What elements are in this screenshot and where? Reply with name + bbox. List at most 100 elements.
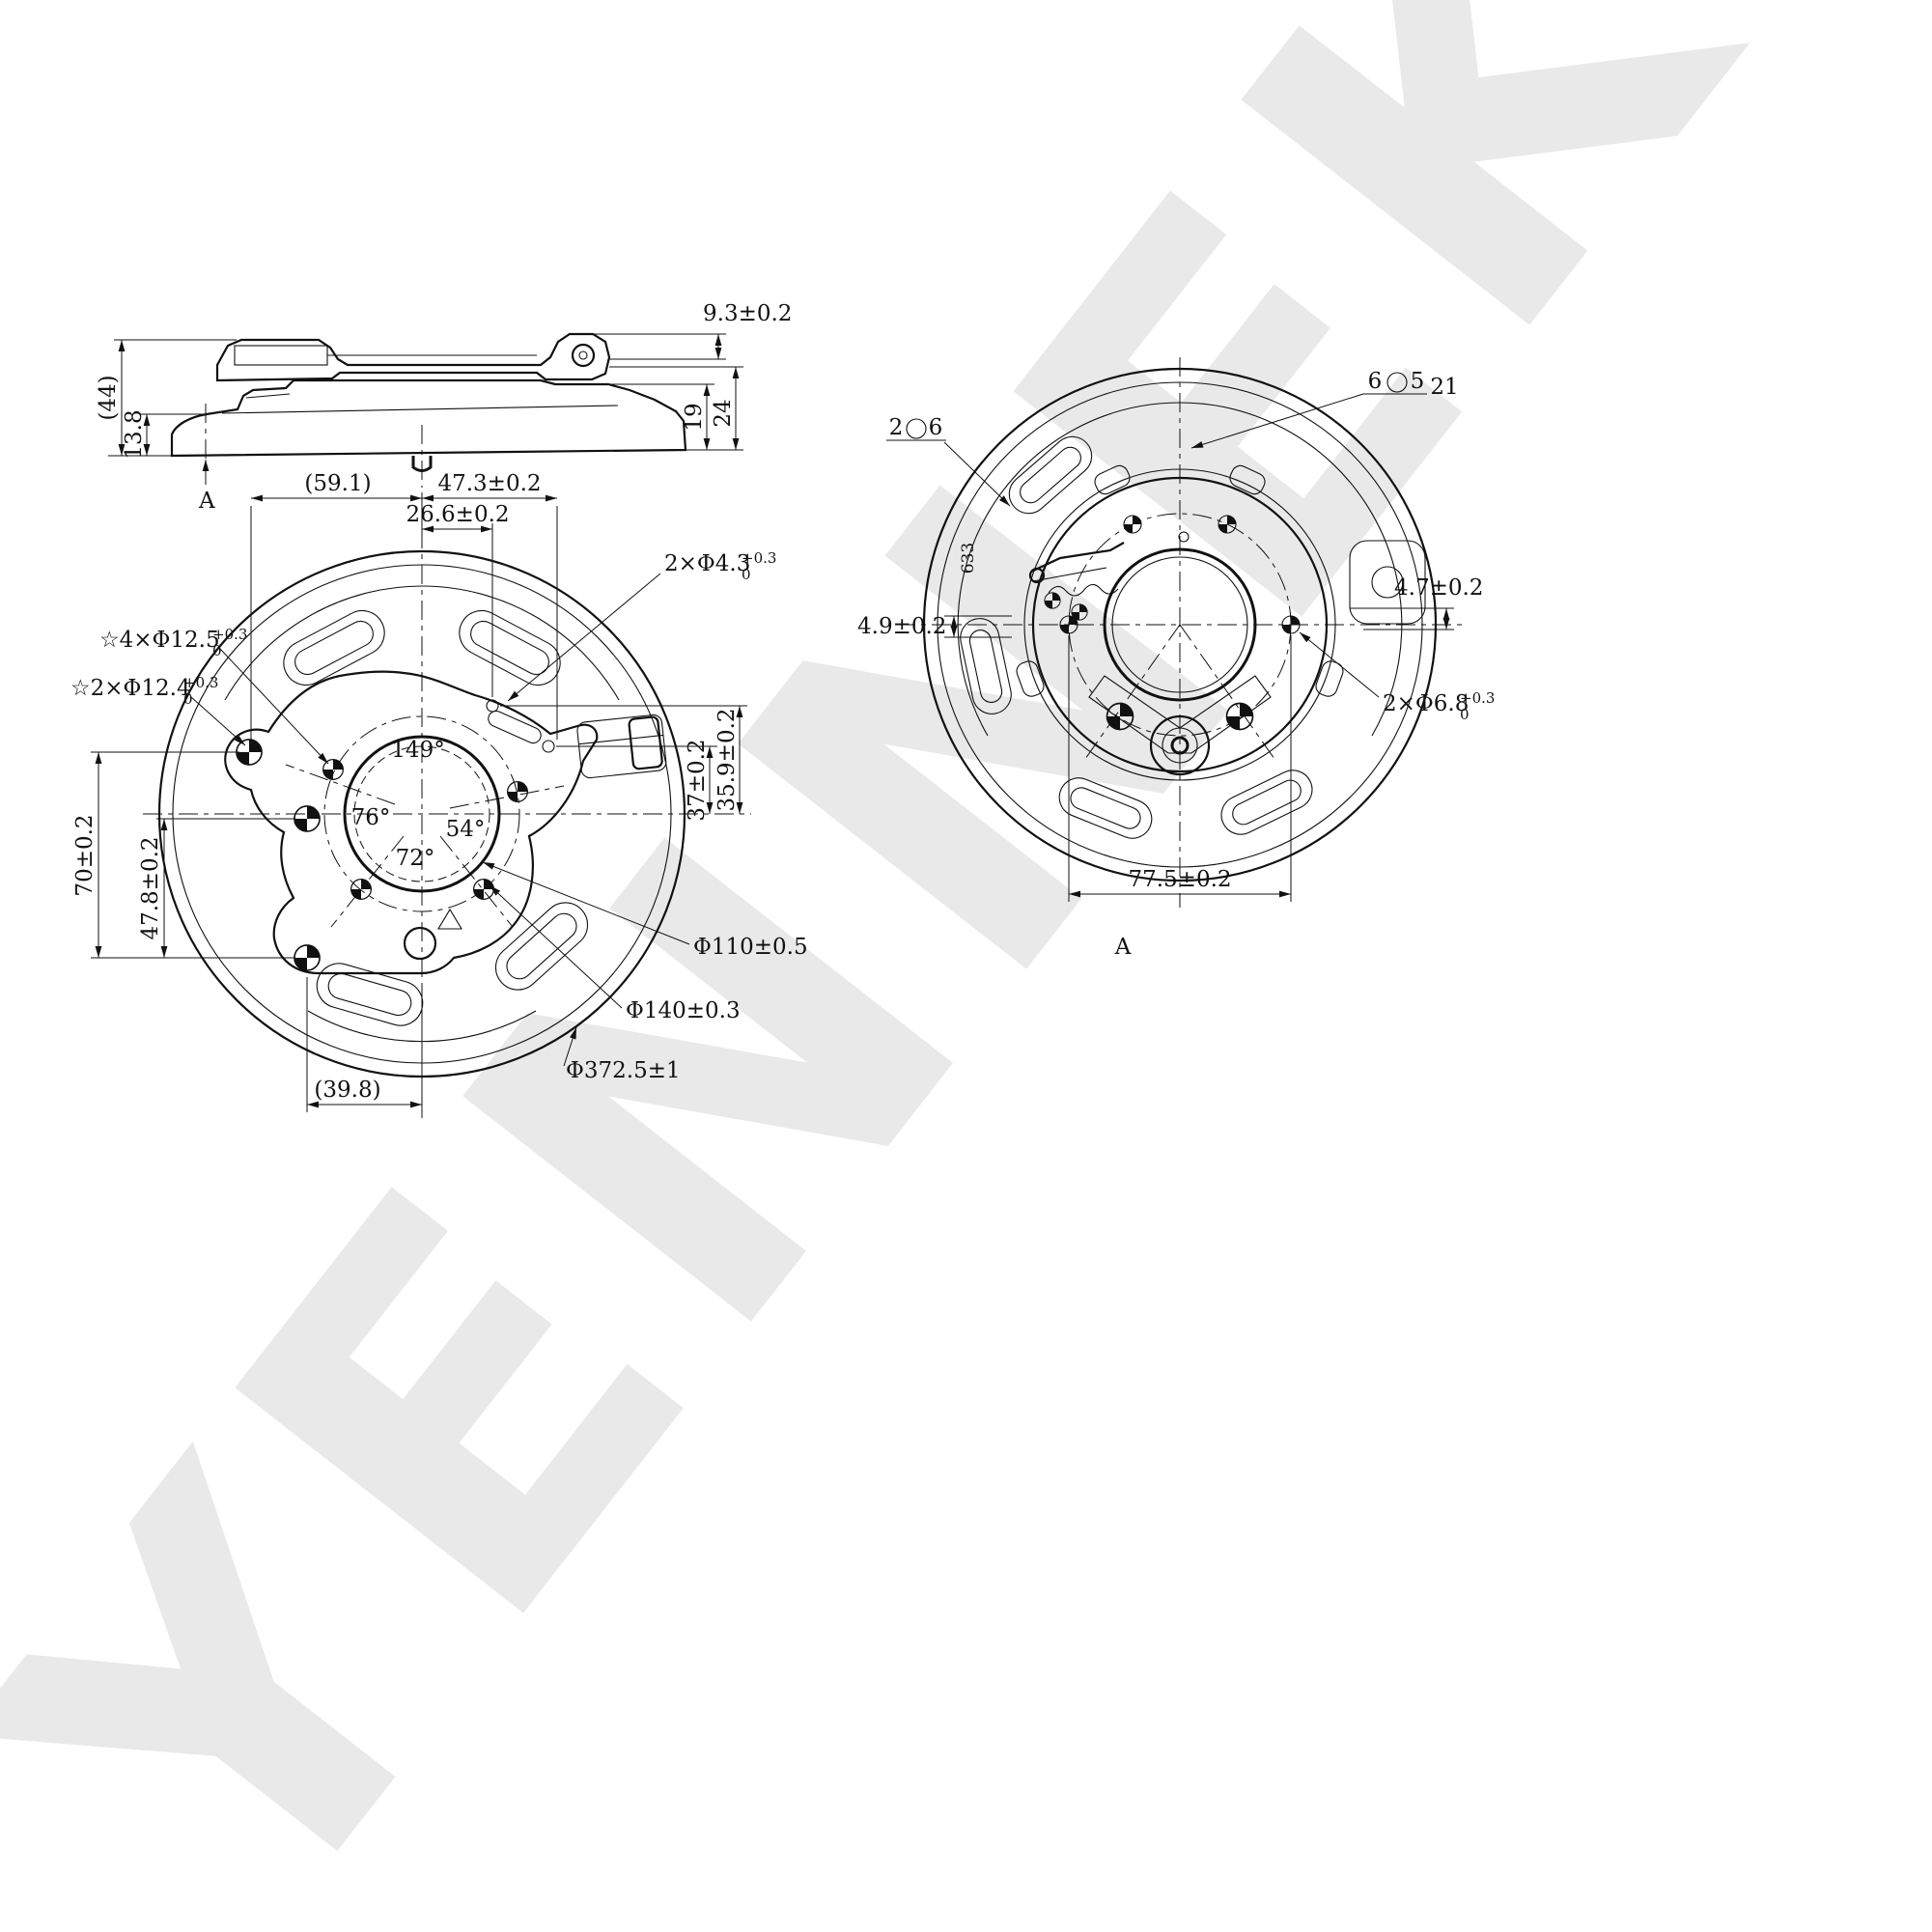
rear-right-bracket <box>1349 540 1426 625</box>
side-step-line <box>245 393 291 399</box>
hole-12-5-tol-sup: +0.3 <box>212 626 247 643</box>
side-body-outline <box>170 378 687 458</box>
balloon-21-label: 21 <box>1430 375 1458 400</box>
dim-47-8: 47.8±0.2 <box>138 818 295 958</box>
dim-26-6-label: 26.6±0.2 <box>406 502 509 527</box>
callout-6-8: 2×Φ6.8 +0.3 0 <box>1299 631 1495 723</box>
side-arm-outline <box>215 332 611 382</box>
rear-view: 6 5 21 2 6 633 4.7±0.2 <box>857 357 1495 960</box>
side-tab-hole <box>571 343 596 368</box>
front-plate-holes <box>236 699 555 971</box>
dia-140-label: Φ140±0.3 <box>626 998 741 1023</box>
dim-77-5-label: 77.5±0.2 <box>1128 867 1231 892</box>
front-view: 149° 76° 72° 54° <box>70 471 808 1118</box>
rear-view-label-a: A <box>1114 935 1132 960</box>
front-small-hole-1 <box>486 699 499 713</box>
rear-lever-mechanism <box>1028 542 1125 621</box>
dim-4-7: 4.7±0.2 <box>1350 575 1483 630</box>
rear-v-strap <box>1088 675 1272 754</box>
dim-47-8-label: 47.8±0.2 <box>138 836 163 939</box>
front-sensor-slot <box>488 710 542 744</box>
dim-47-3-label: 47.3±0.2 <box>437 471 541 496</box>
section-a-label: A <box>198 489 215 514</box>
front-rim-arc-1 <box>224 585 423 701</box>
dim-39-8: (39.8) <box>306 977 423 1112</box>
front-angle-lines <box>285 764 565 928</box>
angle-76-label: 76° <box>351 805 391 830</box>
hole-12-5-tol-sub: 0 <box>212 642 222 659</box>
rear-diag-centerline-1 <box>1179 624 1275 760</box>
side-arm-detail <box>234 345 328 366</box>
dia-110-label: Φ110±0.5 <box>693 935 808 960</box>
section-marker-a: A <box>198 460 215 514</box>
front-bolt-circle <box>323 715 520 912</box>
dim-70-label: 70±0.2 <box>72 814 98 896</box>
dim-4-9-label: 4.9±0.2 <box>857 614 946 639</box>
front-hub-hole <box>343 735 501 893</box>
rear-hub-inner <box>1111 556 1248 693</box>
dim-19-label: 19 <box>682 403 707 431</box>
dim-9-3-label: 9.3±0.2 <box>703 301 792 326</box>
angle-149-label: 149° <box>391 738 444 763</box>
hole-12-4-label: ☆2×Φ12.4 <box>70 676 191 701</box>
callout-dia-372: Φ372.5±1 <box>563 1026 681 1083</box>
rear-rim-arc-2 <box>1179 402 1403 737</box>
rear-rim-arc-1 <box>957 402 1181 737</box>
rear-outer-circle <box>922 367 1438 882</box>
dim-44-label: (44) <box>96 375 121 420</box>
dim-35-9-label: 35.9±0.2 <box>714 708 740 811</box>
balloon-circle-left <box>906 418 927 439</box>
rear-small-pin <box>1178 531 1190 543</box>
front-connector <box>576 714 667 779</box>
balloon-5-label: 5 <box>1411 369 1425 394</box>
dim-70: 70±0.2 <box>72 751 295 959</box>
callout-12-4: ☆2×Φ12.4 +0.3 0 <box>70 674 246 746</box>
dim-13-8: 13.8 <box>122 409 207 460</box>
rear-diag-centerline-2 <box>1084 624 1181 760</box>
rear-vent-slots <box>960 435 1313 839</box>
hole-6-8-label: 2×Φ6.8 <box>1383 691 1469 716</box>
dim-47-3: 47.3±0.2 <box>422 471 557 502</box>
callout-12-5: ☆4×Φ12.5 +0.3 0 <box>99 626 329 765</box>
front-plate-outline <box>224 670 599 975</box>
dim-24: 24 <box>609 366 743 450</box>
hole-4-3-tol-sup: +0.3 <box>742 549 776 567</box>
angle-54-label: 54° <box>446 817 486 842</box>
callout-dia-110: Φ110±0.5 <box>482 861 808 960</box>
balloon-2-label: 2 <box>889 415 904 440</box>
dim-9-3: 9.3±0.2 <box>593 301 792 360</box>
side-view: (44) 13.8 19 24 <box>96 301 792 514</box>
dim-19: 19 <box>608 383 743 451</box>
rear-inner-slots <box>1016 464 1344 697</box>
dia-372-label: Φ372.5±1 <box>566 1058 681 1083</box>
dim-13-8-label: 13.8 <box>122 409 147 459</box>
hole-12-4-tol-sub: 0 <box>183 690 193 708</box>
balloon-6-label: 6 <box>1368 369 1383 394</box>
part-marking-633: 633 <box>959 543 978 574</box>
front-center-bottom-hole <box>403 926 437 961</box>
angle-72-label: 72° <box>396 846 435 871</box>
dim-59-1-label: (59.1) <box>304 471 371 496</box>
callout-4-3: 2×Φ4.3 +0.3 0 <box>507 549 776 702</box>
dim-39-8-label: (39.8) <box>314 1078 380 1103</box>
front-triangle-marker <box>437 908 462 930</box>
dim-24-label: 24 <box>711 399 736 427</box>
hole-4-3-tol-sub: 0 <box>742 566 751 583</box>
side-pan-inner-edge <box>221 405 619 414</box>
dim-77-5: 77.5±0.2 <box>1068 635 1292 902</box>
rear-shoe-circle <box>1031 476 1329 773</box>
dim-4-7-label: 4.7±0.2 <box>1394 575 1483 601</box>
hole-12-5-label: ☆4×Φ12.5 <box>99 628 220 653</box>
side-tab-hole-inner <box>578 350 588 360</box>
rear-shoe-rim <box>1023 468 1336 781</box>
callout-top: 6 5 21 <box>1190 369 1459 449</box>
hole-6-8-tol-sub: 0 <box>1460 706 1470 723</box>
rear-bottom-hub <box>1149 714 1211 776</box>
hole-4-3-label: 2×Φ4.3 <box>664 551 750 576</box>
rear-holes <box>1059 515 1301 731</box>
front-small-hole-2 <box>542 740 555 753</box>
dim-35-9: 35.9±0.2 <box>500 705 747 814</box>
dim-59-1: (59.1) <box>250 471 558 742</box>
